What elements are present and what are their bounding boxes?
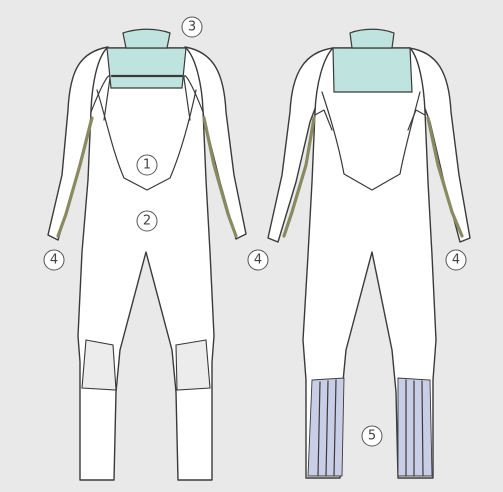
callout-5-label: 5 bbox=[368, 429, 376, 444]
back-right-calf-panel bbox=[398, 378, 432, 476]
front-wetsuit bbox=[48, 29, 246, 480]
callout-4-mid: 4 bbox=[248, 250, 268, 270]
back-collar bbox=[333, 48, 412, 92]
callout-3: 3 bbox=[182, 17, 202, 37]
callout-2: 2 bbox=[137, 211, 157, 231]
callout-4-left: 4 bbox=[44, 250, 64, 270]
callout-4-right-label: 4 bbox=[452, 253, 460, 268]
front-right-knee bbox=[176, 340, 210, 390]
back-wetsuit bbox=[268, 29, 470, 478]
front-neck bbox=[123, 29, 170, 48]
callout-2-label: 2 bbox=[143, 214, 151, 229]
callout-4-left-label: 4 bbox=[50, 253, 58, 268]
callout-4-right: 4 bbox=[446, 250, 466, 270]
front-collar bbox=[107, 48, 186, 88]
back-neck bbox=[350, 29, 394, 48]
front-body bbox=[78, 48, 214, 480]
callout-5: 5 bbox=[362, 426, 382, 446]
callout-4-mid-label: 4 bbox=[254, 253, 262, 268]
front-left-knee bbox=[82, 340, 116, 390]
callout-3-label: 3 bbox=[188, 20, 196, 35]
callout-1: 1 bbox=[137, 155, 157, 175]
callout-1-label: 1 bbox=[143, 158, 151, 173]
